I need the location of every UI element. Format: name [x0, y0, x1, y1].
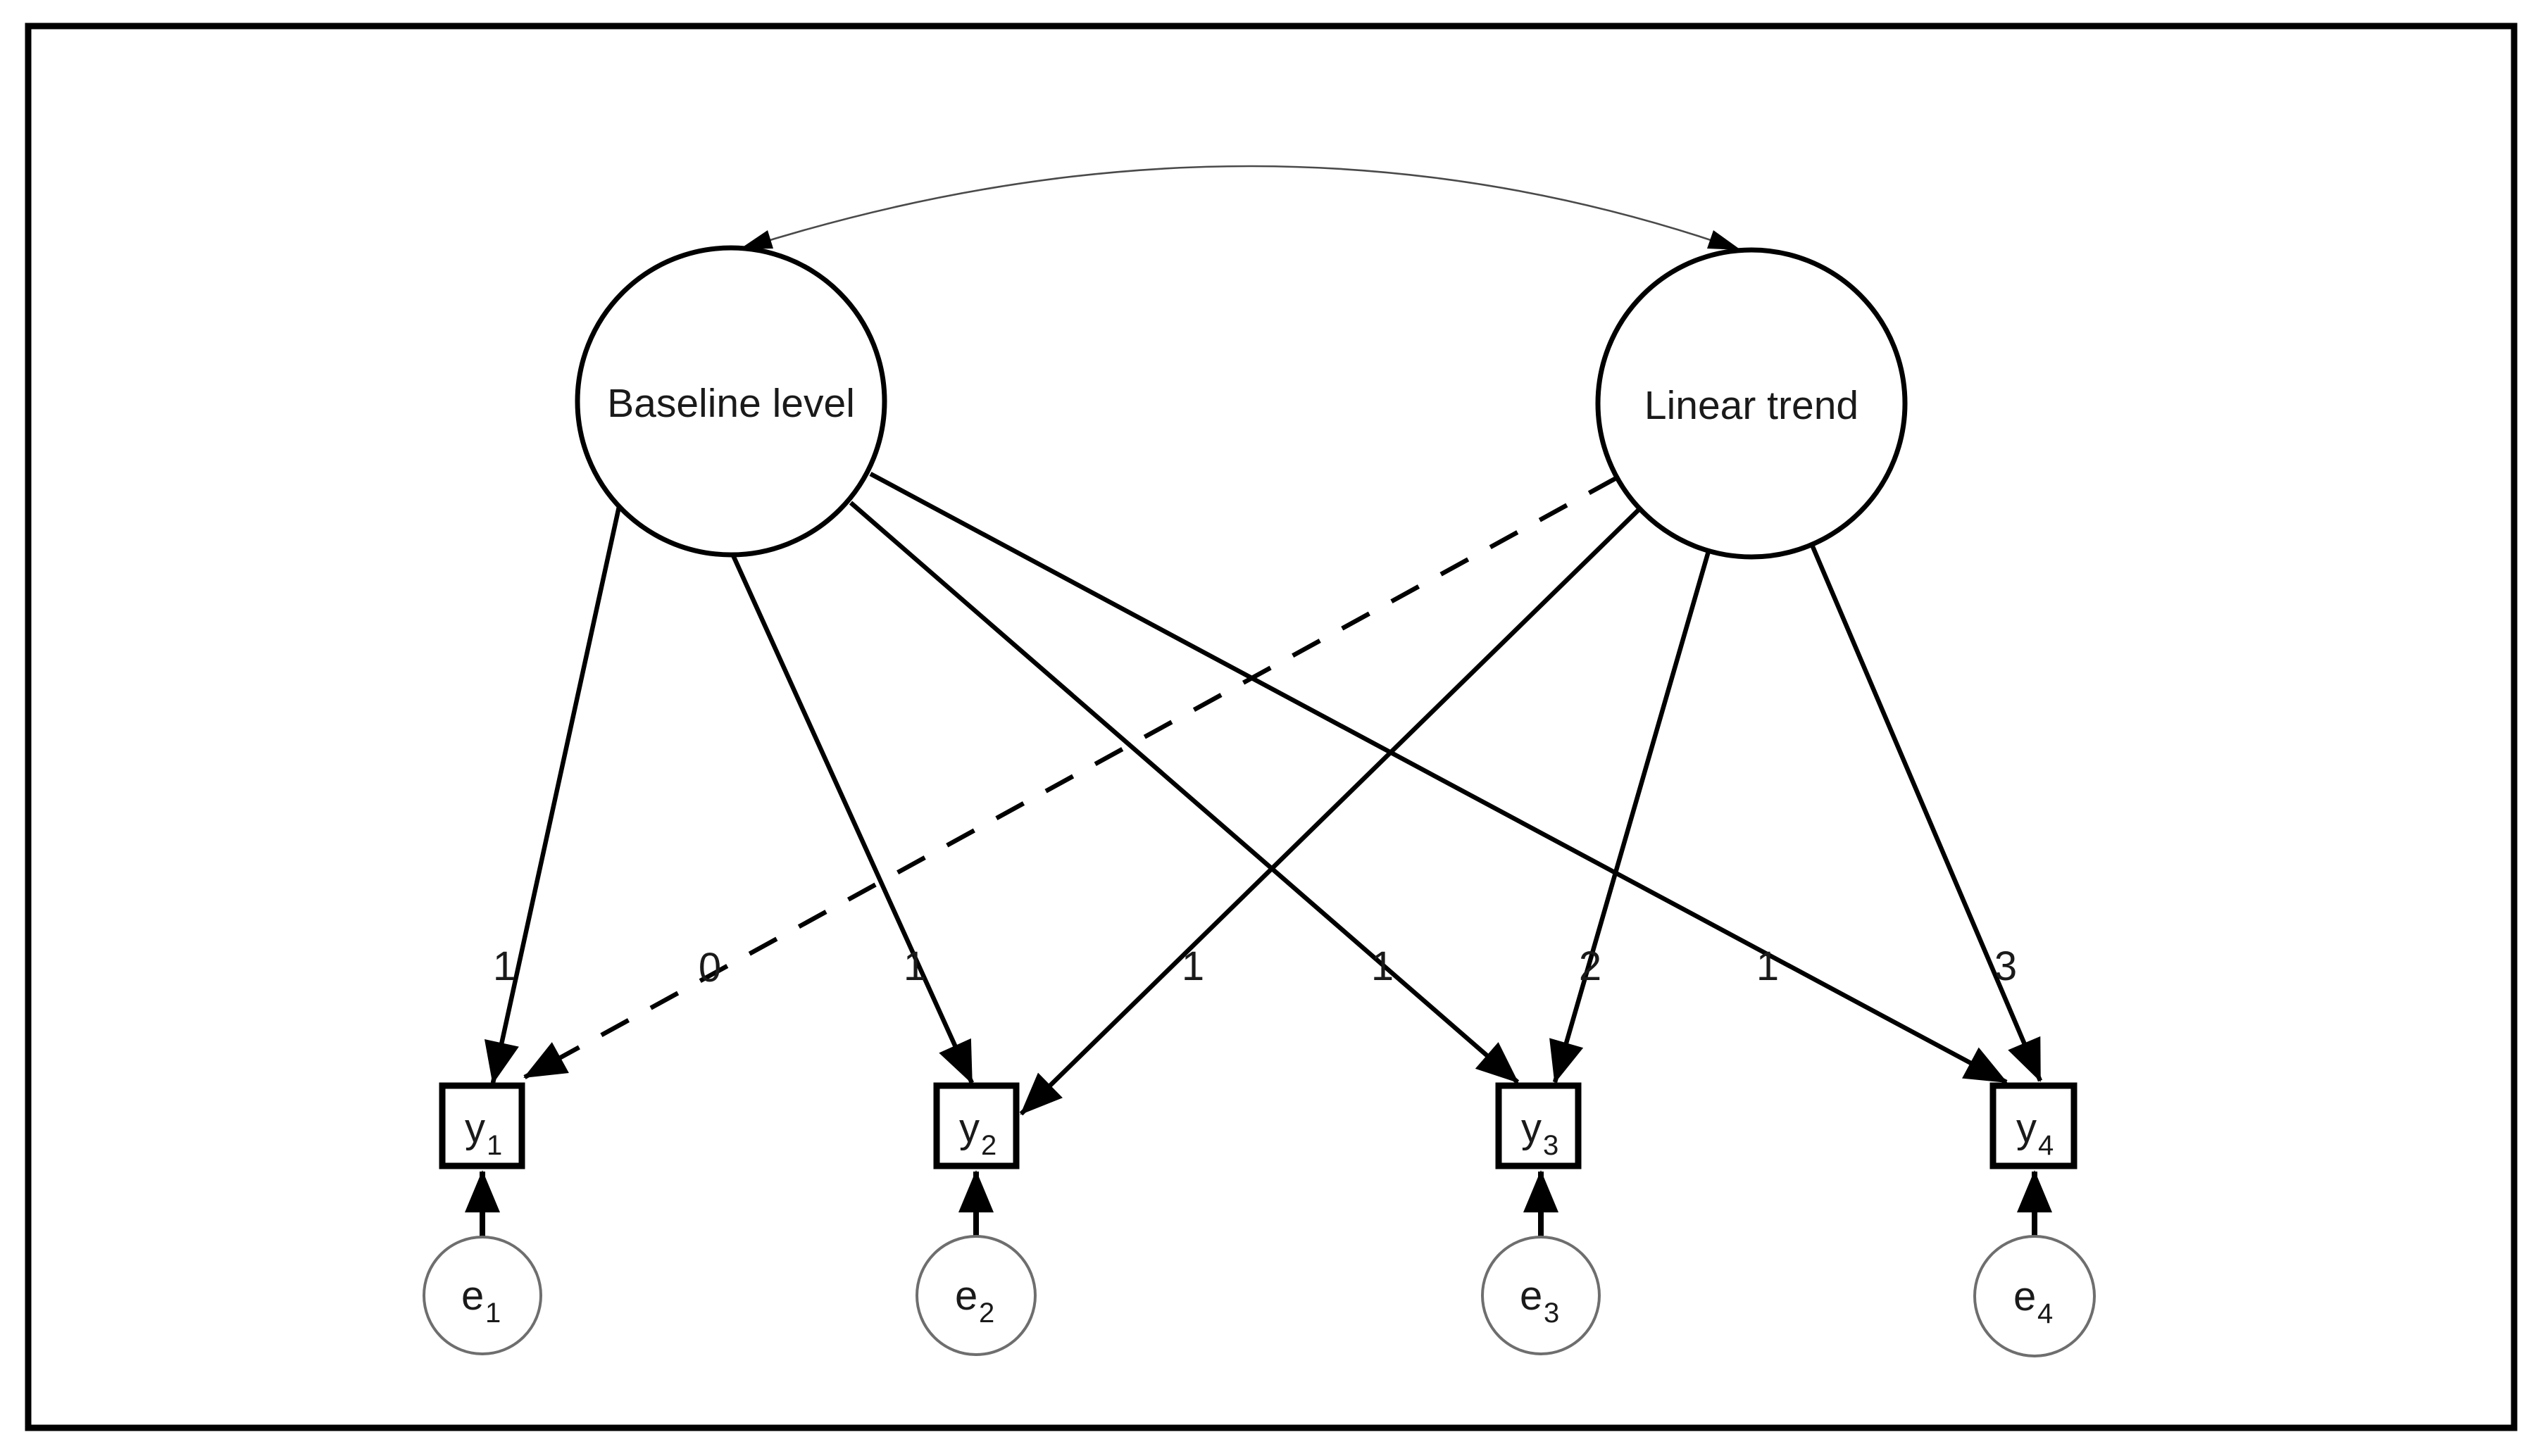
- observed-y2-label: y: [959, 1105, 980, 1151]
- observed-y1-subscript: 1: [487, 1130, 502, 1161]
- error-e1-circle: [423, 1236, 542, 1355]
- error-e4-subscript: 4: [2037, 1298, 2053, 1329]
- error-e1-subscript: 1: [485, 1298, 501, 1329]
- observed-y4-subscript: 4: [2038, 1130, 2054, 1161]
- coefficient-linear-y1: 0: [699, 945, 721, 991]
- path-baseline-to-y3: [849, 501, 1520, 1084]
- covariance-arrowhead-right-icon: [1707, 230, 1741, 250]
- coefficient-baseline-y1: 1: [493, 943, 516, 989]
- path-baseline-to-y4: [869, 472, 2008, 1084]
- covariance-curve: [744, 165, 1735, 249]
- path-linear-to-y1-dashed: [523, 476, 1618, 1079]
- observed-y1-box: [439, 1082, 525, 1169]
- latent-baseline-level-label: Baseline level: [607, 381, 855, 426]
- path-linear-to-y2: [1019, 504, 1644, 1116]
- coefficient-baseline-y4: 1: [1756, 943, 1779, 989]
- diagram-border: [25, 23, 2518, 1431]
- error-e2-subscript: 2: [979, 1298, 994, 1329]
- latent-linear-trend-circle: [1595, 247, 1908, 560]
- coefficient-linear-y2: 1: [1182, 943, 1204, 989]
- path-linear-to-y4: [1810, 544, 2042, 1082]
- error-e3-subscript: 3: [1544, 1298, 1559, 1329]
- error-e3-label: e: [1520, 1273, 1542, 1319]
- error-e1-label: e: [461, 1273, 484, 1319]
- observed-y1-label: y: [465, 1105, 485, 1151]
- error-e2-label: e: [955, 1273, 977, 1319]
- path-baseline-to-y2: [728, 548, 974, 1084]
- error-e2-circle: [916, 1235, 1037, 1356]
- observed-y2-box: [933, 1082, 1020, 1169]
- latent-linear-trend-label: Linear trend: [1644, 383, 1858, 428]
- covariance-arrowhead-left-icon: [739, 230, 773, 249]
- path-linear-to-y3: [1549, 551, 1711, 1084]
- coefficient-linear-y3: 2: [1579, 943, 1601, 989]
- observed-y4-label: y: [2016, 1105, 2037, 1151]
- observed-y2-subscript: 2: [981, 1130, 996, 1161]
- error-e4-label: e: [2013, 1274, 2036, 1319]
- error-e3-circle: [1481, 1236, 1601, 1355]
- latent-baseline-level-circle: [575, 245, 887, 558]
- coefficient-baseline-y3: 1: [1371, 943, 1394, 989]
- coefficient-baseline-y2: 1: [904, 943, 926, 989]
- observed-y4-box: [1989, 1082, 2077, 1169]
- observed-y3-box: [1495, 1082, 1582, 1169]
- error-e4-circle: [1973, 1235, 2096, 1357]
- coefficient-linear-y4: 3: [1994, 943, 2017, 989]
- observed-y3-label: y: [1521, 1105, 1542, 1151]
- observed-y3-subscript: 3: [1543, 1130, 1558, 1161]
- path-baseline-to-y1: [484, 496, 624, 1084]
